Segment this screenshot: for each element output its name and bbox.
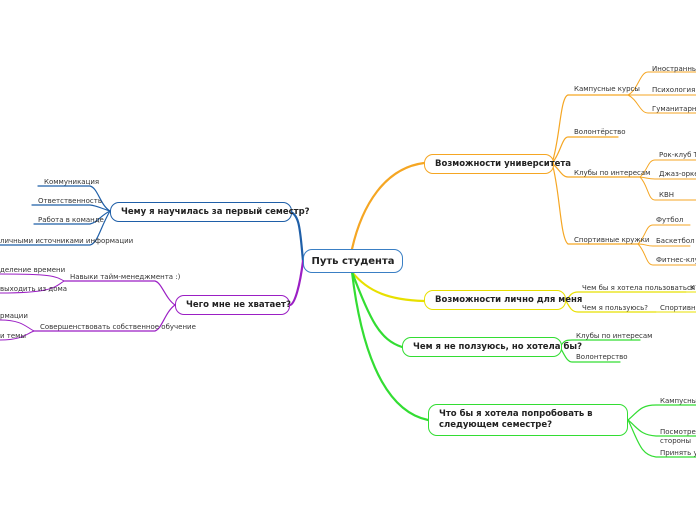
course-item-3[interactable]: Гуманитарные (652, 105, 696, 113)
topic-not-used-label: Чем я не ползуюсь, но хотела бы? (413, 342, 582, 352)
personal-q2[interactable]: Чем я пользуюсь? (582, 304, 648, 312)
learned-item-1[interactable]: Коммуникация (44, 178, 100, 186)
next-item-1[interactable]: Кампусные к (660, 397, 696, 405)
next-item-2[interactable]: Посмотреть (660, 428, 696, 436)
topic-next-semester-label: Что бы я хотела попробовать в следующем … (439, 409, 593, 430)
green-connectors (350, 270, 696, 458)
subtopic-sports[interactable]: Спортивные кружки (574, 236, 650, 244)
club-item-3[interactable]: КВН (659, 191, 675, 199)
next-item-3[interactable]: стороны (660, 437, 692, 445)
yellow-connectors (350, 270, 696, 313)
topic-next-semester[interactable]: Что бы я хотела попробовать в следующем … (428, 404, 628, 436)
personal-q1-child[interactable]: К (690, 284, 695, 292)
learned-item-4[interactable]: личными источниками информации (0, 237, 134, 245)
sport-item-3[interactable]: Фитнес-клуб (656, 256, 696, 264)
club-item-2[interactable]: Джаз-оркестр (659, 170, 696, 178)
topic-not-used[interactable]: Чем я не ползуюсь, но хотела бы? (402, 337, 582, 357)
lacking-self-item-1[interactable]: рмации (0, 312, 28, 320)
lacking-time[interactable]: Навыки тайм-менеджмента :) (70, 273, 181, 281)
course-item-1[interactable]: Иностранные я (652, 65, 696, 73)
not-used-item-2[interactable]: Волонтерство (576, 353, 628, 361)
sport-item-2[interactable]: Баскетбол (656, 237, 695, 245)
topic-university-label: Возможности университета (435, 159, 572, 169)
course-item-2[interactable]: Психология (652, 86, 696, 94)
topic-learned[interactable]: Чему я научилась за первый семестр? (110, 202, 310, 222)
topic-university[interactable]: Возможности университета (424, 154, 571, 174)
subtopic-volunteer[interactable]: Волонтёрство (574, 128, 626, 136)
purple-connectors (0, 259, 305, 341)
lacking-time-item-1[interactable]: деление времени (0, 266, 66, 274)
learned-item-2[interactable]: Ответственность (38, 197, 102, 205)
lacking-time-item-2[interactable]: выходить из дома (0, 285, 68, 293)
topic-personal[interactable]: Возможности лично для меня (424, 290, 582, 310)
personal-q1[interactable]: Чем бы я хотела пользоваться? (582, 284, 696, 292)
orange-connectors (350, 71, 696, 266)
topic-learned-label: Чему я научилась за первый семестр? (121, 207, 310, 217)
blue-connectors (0, 185, 305, 263)
lacking-self[interactable]: Совершенствовать собственное обучение (40, 323, 196, 331)
root-node[interactable]: Путь студента (303, 249, 403, 273)
subtopic-clubs[interactable]: Клубы по интересам (574, 169, 651, 177)
topic-lacking[interactable]: Чего мне не хватает? (175, 295, 291, 315)
club-item-1[interactable]: Рок-клуб ТГУ (659, 151, 696, 159)
personal-q2-child[interactable]: Спортивный (660, 304, 696, 312)
not-used-item-1[interactable]: Клубы по интересам (576, 332, 653, 340)
topic-personal-label: Возможности лично для меня (435, 295, 583, 305)
subtopic-courses[interactable]: Кампусные курсы (574, 85, 640, 93)
next-item-4[interactable]: Принять уча (660, 449, 696, 457)
lacking-self-item-2[interactable]: и темы (0, 332, 26, 340)
learned-item-3[interactable]: Работа в команде (38, 216, 104, 224)
sport-item-1[interactable]: Футбол (656, 216, 684, 224)
topic-lacking-label: Чего мне не хватает? (186, 300, 291, 310)
